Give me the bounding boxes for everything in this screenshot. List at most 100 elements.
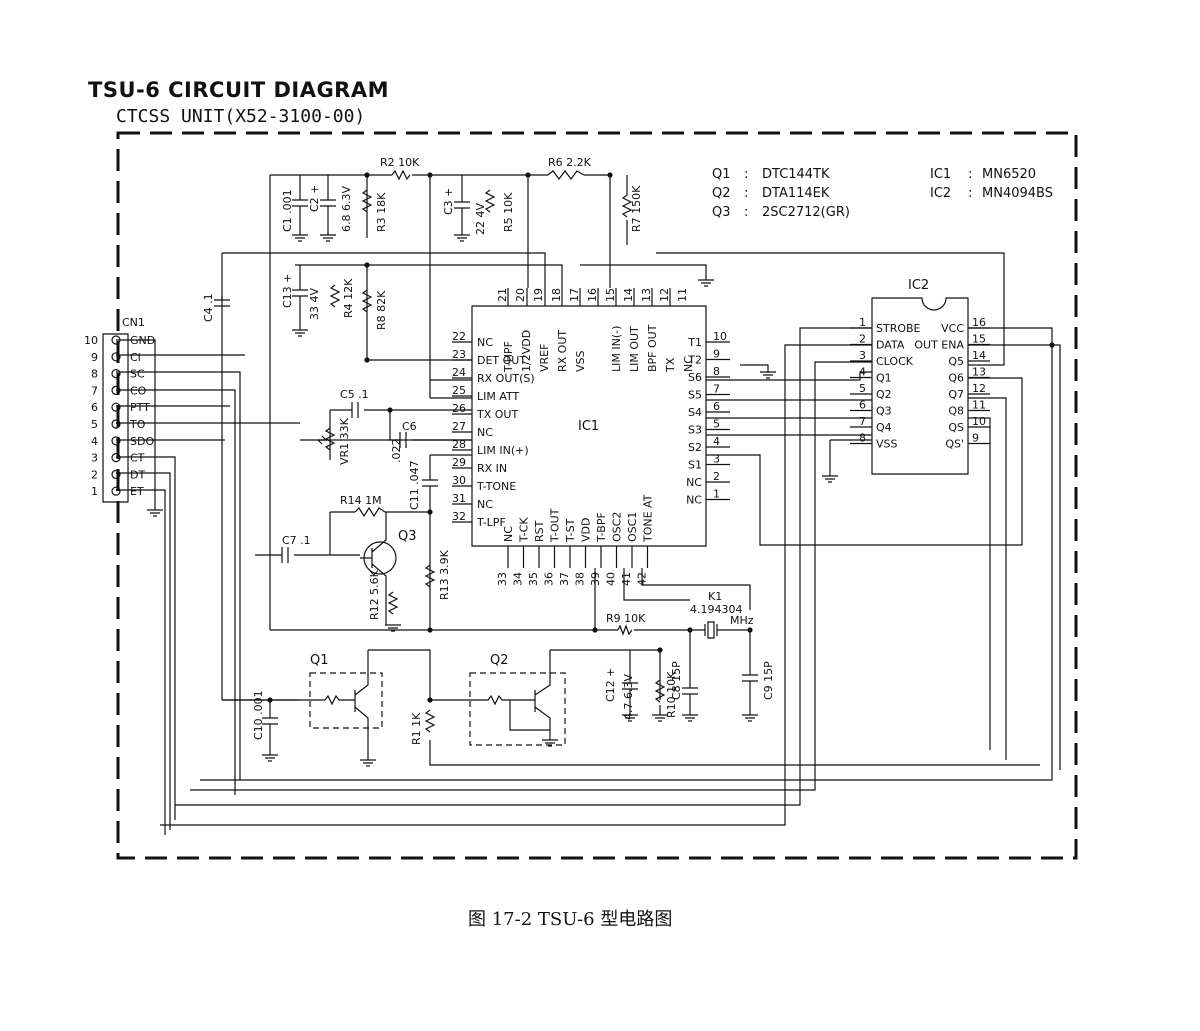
label-r1: R1 1K <box>410 712 423 745</box>
c1-symbol <box>292 175 308 235</box>
ic1-pin-number: 27 <box>452 420 466 433</box>
wire-osc-leads <box>623 568 751 610</box>
diagram-subtitle: CTCSS UNIT(X52-3100-00) <box>116 106 366 127</box>
cn1-pin-number: 7 <box>91 384 98 397</box>
label-r14: R14 1M <box>340 494 382 507</box>
cn1-pin-label: DT <box>130 468 145 481</box>
junction <box>427 172 433 178</box>
diagram-title: TSU-6 CIRCUIT DIAGRAM <box>88 78 390 102</box>
ic1-pin-number: 26 <box>452 402 466 415</box>
label-c13-value: 33 4V <box>308 288 321 320</box>
ic2-pin-number: 10 <box>972 415 986 428</box>
ic2-pin-label: STROBE <box>876 322 921 335</box>
ic1-pin-number: 20 <box>514 288 527 302</box>
parts-q2-sep: : <box>744 186 748 201</box>
cn1-pin-number: 4 <box>91 435 98 448</box>
ic1-pin-label: TONE AT <box>642 494 655 543</box>
ic1-pin-label: NC <box>477 498 493 511</box>
parts-q1-ref: Q1 <box>712 167 731 182</box>
ic2-pin-label: Q8 <box>948 405 964 418</box>
ic1-pin-number: 29 <box>452 456 466 469</box>
ic1-pin-label: RX IN <box>477 462 507 475</box>
wire-vdd-rail <box>270 568 690 631</box>
label-r10: R10 10K <box>665 671 678 718</box>
ground-c1 <box>292 234 308 242</box>
ic1-pin-number: 37 <box>558 572 571 586</box>
parts-q2-ref: Q2 <box>712 186 731 201</box>
ground-cn1 <box>147 509 163 517</box>
ic1-pin-number: 22 <box>452 330 466 343</box>
ic2-pin-number: 2 <box>859 333 866 346</box>
ic1-pin-label: S5 <box>688 389 702 402</box>
ic1-pin-number: 7 <box>713 383 720 396</box>
cn1-name: CN1 <box>122 316 145 329</box>
ic1-pin-label: NC <box>682 356 695 372</box>
parts-ic2-sep: : <box>968 186 972 201</box>
ground-r12 <box>385 624 401 632</box>
label-vr1: VR1 33K <box>338 417 351 465</box>
label-c10: C10 .001 <box>252 690 265 740</box>
junction <box>687 627 693 633</box>
cn1-pin-label: CO <box>130 384 147 397</box>
ic2-pin-label: Q3 <box>876 405 892 418</box>
ic2-pin-number: 12 <box>972 382 986 395</box>
ic1-pin-number: 19 <box>532 288 545 302</box>
ic1-pin-label: RST <box>533 520 546 542</box>
ic1-pin-label: VDD <box>580 518 593 542</box>
ic1-pin-number: 23 <box>452 348 466 361</box>
junction <box>267 697 273 703</box>
ic1-name: IC1 <box>578 419 599 434</box>
r7-symbol <box>621 175 633 245</box>
ic2-pin-label: Q6 <box>948 372 964 385</box>
cn1-pin-label: CI <box>130 351 141 364</box>
cn1-pin-label: ET <box>130 485 144 498</box>
ic1-pin-number: 4 <box>713 435 720 448</box>
ic1-pin-number: 36 <box>543 572 556 586</box>
parts-ic2-ref: IC2 <box>930 186 951 201</box>
ic2-pin-label: QS' <box>945 438 964 451</box>
ic1-pin-number: 35 <box>527 572 540 586</box>
wire-gnd-top <box>580 252 1005 366</box>
unit-border <box>116 131 1078 860</box>
ground-t2 <box>740 364 776 379</box>
ic1-pin-label: LIM OUT <box>628 326 641 372</box>
wire-k1 <box>689 629 751 688</box>
ic1-pin-number: 6 <box>713 400 720 413</box>
cn1-pin-number: 9 <box>91 351 98 364</box>
ground-top-right <box>698 279 714 287</box>
ic2-pin-number: 11 <box>972 399 986 412</box>
label-q3: Q3 <box>398 529 417 544</box>
wire-mid-rail <box>295 264 563 288</box>
parts-q3-part: 2SC2712(GR) <box>762 205 850 220</box>
ic1-pin-number: 18 <box>550 288 563 302</box>
ic1-pin-label: BPF OUT <box>646 324 659 372</box>
label-r7: R7 150K <box>630 185 643 232</box>
label-k1-unit: MHz <box>730 614 754 627</box>
wire-right-a <box>706 399 872 436</box>
ic1-pin-label: T-CK <box>518 517 531 543</box>
parts-ic1-sep: : <box>968 167 972 182</box>
wire-clock <box>190 361 872 791</box>
ic1-pin-number: 13 <box>640 288 653 302</box>
c5-symbol <box>351 402 359 418</box>
ic1-pin-number: 10 <box>713 330 727 343</box>
ic1-pin-number: 32 <box>452 510 466 523</box>
ic1-pin-label: RX OUT <box>556 330 569 372</box>
ic2-pin-label: VCC <box>941 322 964 335</box>
ic1-pin-label: S6 <box>688 371 702 384</box>
junction <box>427 627 433 633</box>
parts-list: Q1 : DTC144TK Q2 : DTA114EK Q3 : 2SC2712… <box>712 167 1053 220</box>
ic2-pin-number: 3 <box>859 349 866 362</box>
label-c13: C13 + <box>281 274 294 308</box>
r8-symbol <box>361 289 373 313</box>
ic1-pin-number: 34 <box>512 572 525 586</box>
cn1-pin-number: 5 <box>91 418 98 431</box>
parts-q2-part: DTA114EK <box>762 186 830 201</box>
c12-symbol <box>622 650 638 715</box>
ic2-pin-number: 9 <box>972 432 979 445</box>
label-r4: R4 12K <box>342 278 355 318</box>
cn1-pin-number: 1 <box>91 485 98 498</box>
